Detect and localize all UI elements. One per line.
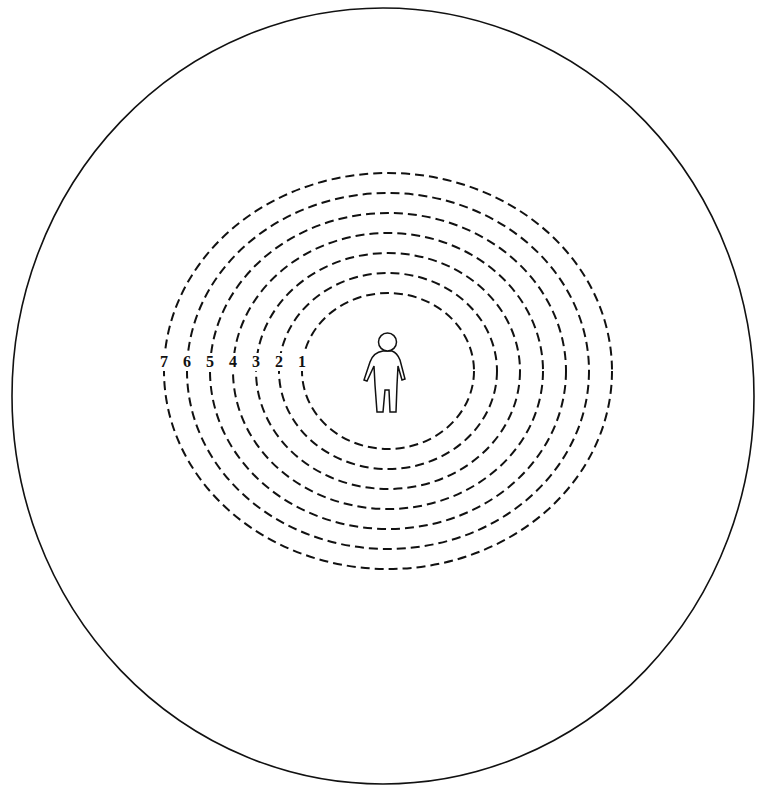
ring-number: 6 <box>182 353 192 371</box>
child-figure <box>364 333 405 412</box>
outer-circle <box>12 8 754 784</box>
zone-ring <box>279 273 497 469</box>
zone-rings <box>164 173 612 569</box>
ring-number: 2 <box>274 353 284 371</box>
ring-number: 7 <box>159 353 169 371</box>
zone-ring <box>233 233 543 509</box>
ring-number: 3 <box>251 353 261 371</box>
child-head <box>379 333 397 351</box>
zone-ring <box>164 173 612 569</box>
ring-number: 4 <box>228 353 238 371</box>
ring-number: 1 <box>297 353 307 371</box>
child-body <box>364 351 405 412</box>
zone-ring <box>302 293 474 449</box>
zone-ring <box>210 213 566 529</box>
zone-ring <box>187 193 589 549</box>
ring-number: 5 <box>205 353 215 371</box>
zone-ring <box>256 253 520 489</box>
